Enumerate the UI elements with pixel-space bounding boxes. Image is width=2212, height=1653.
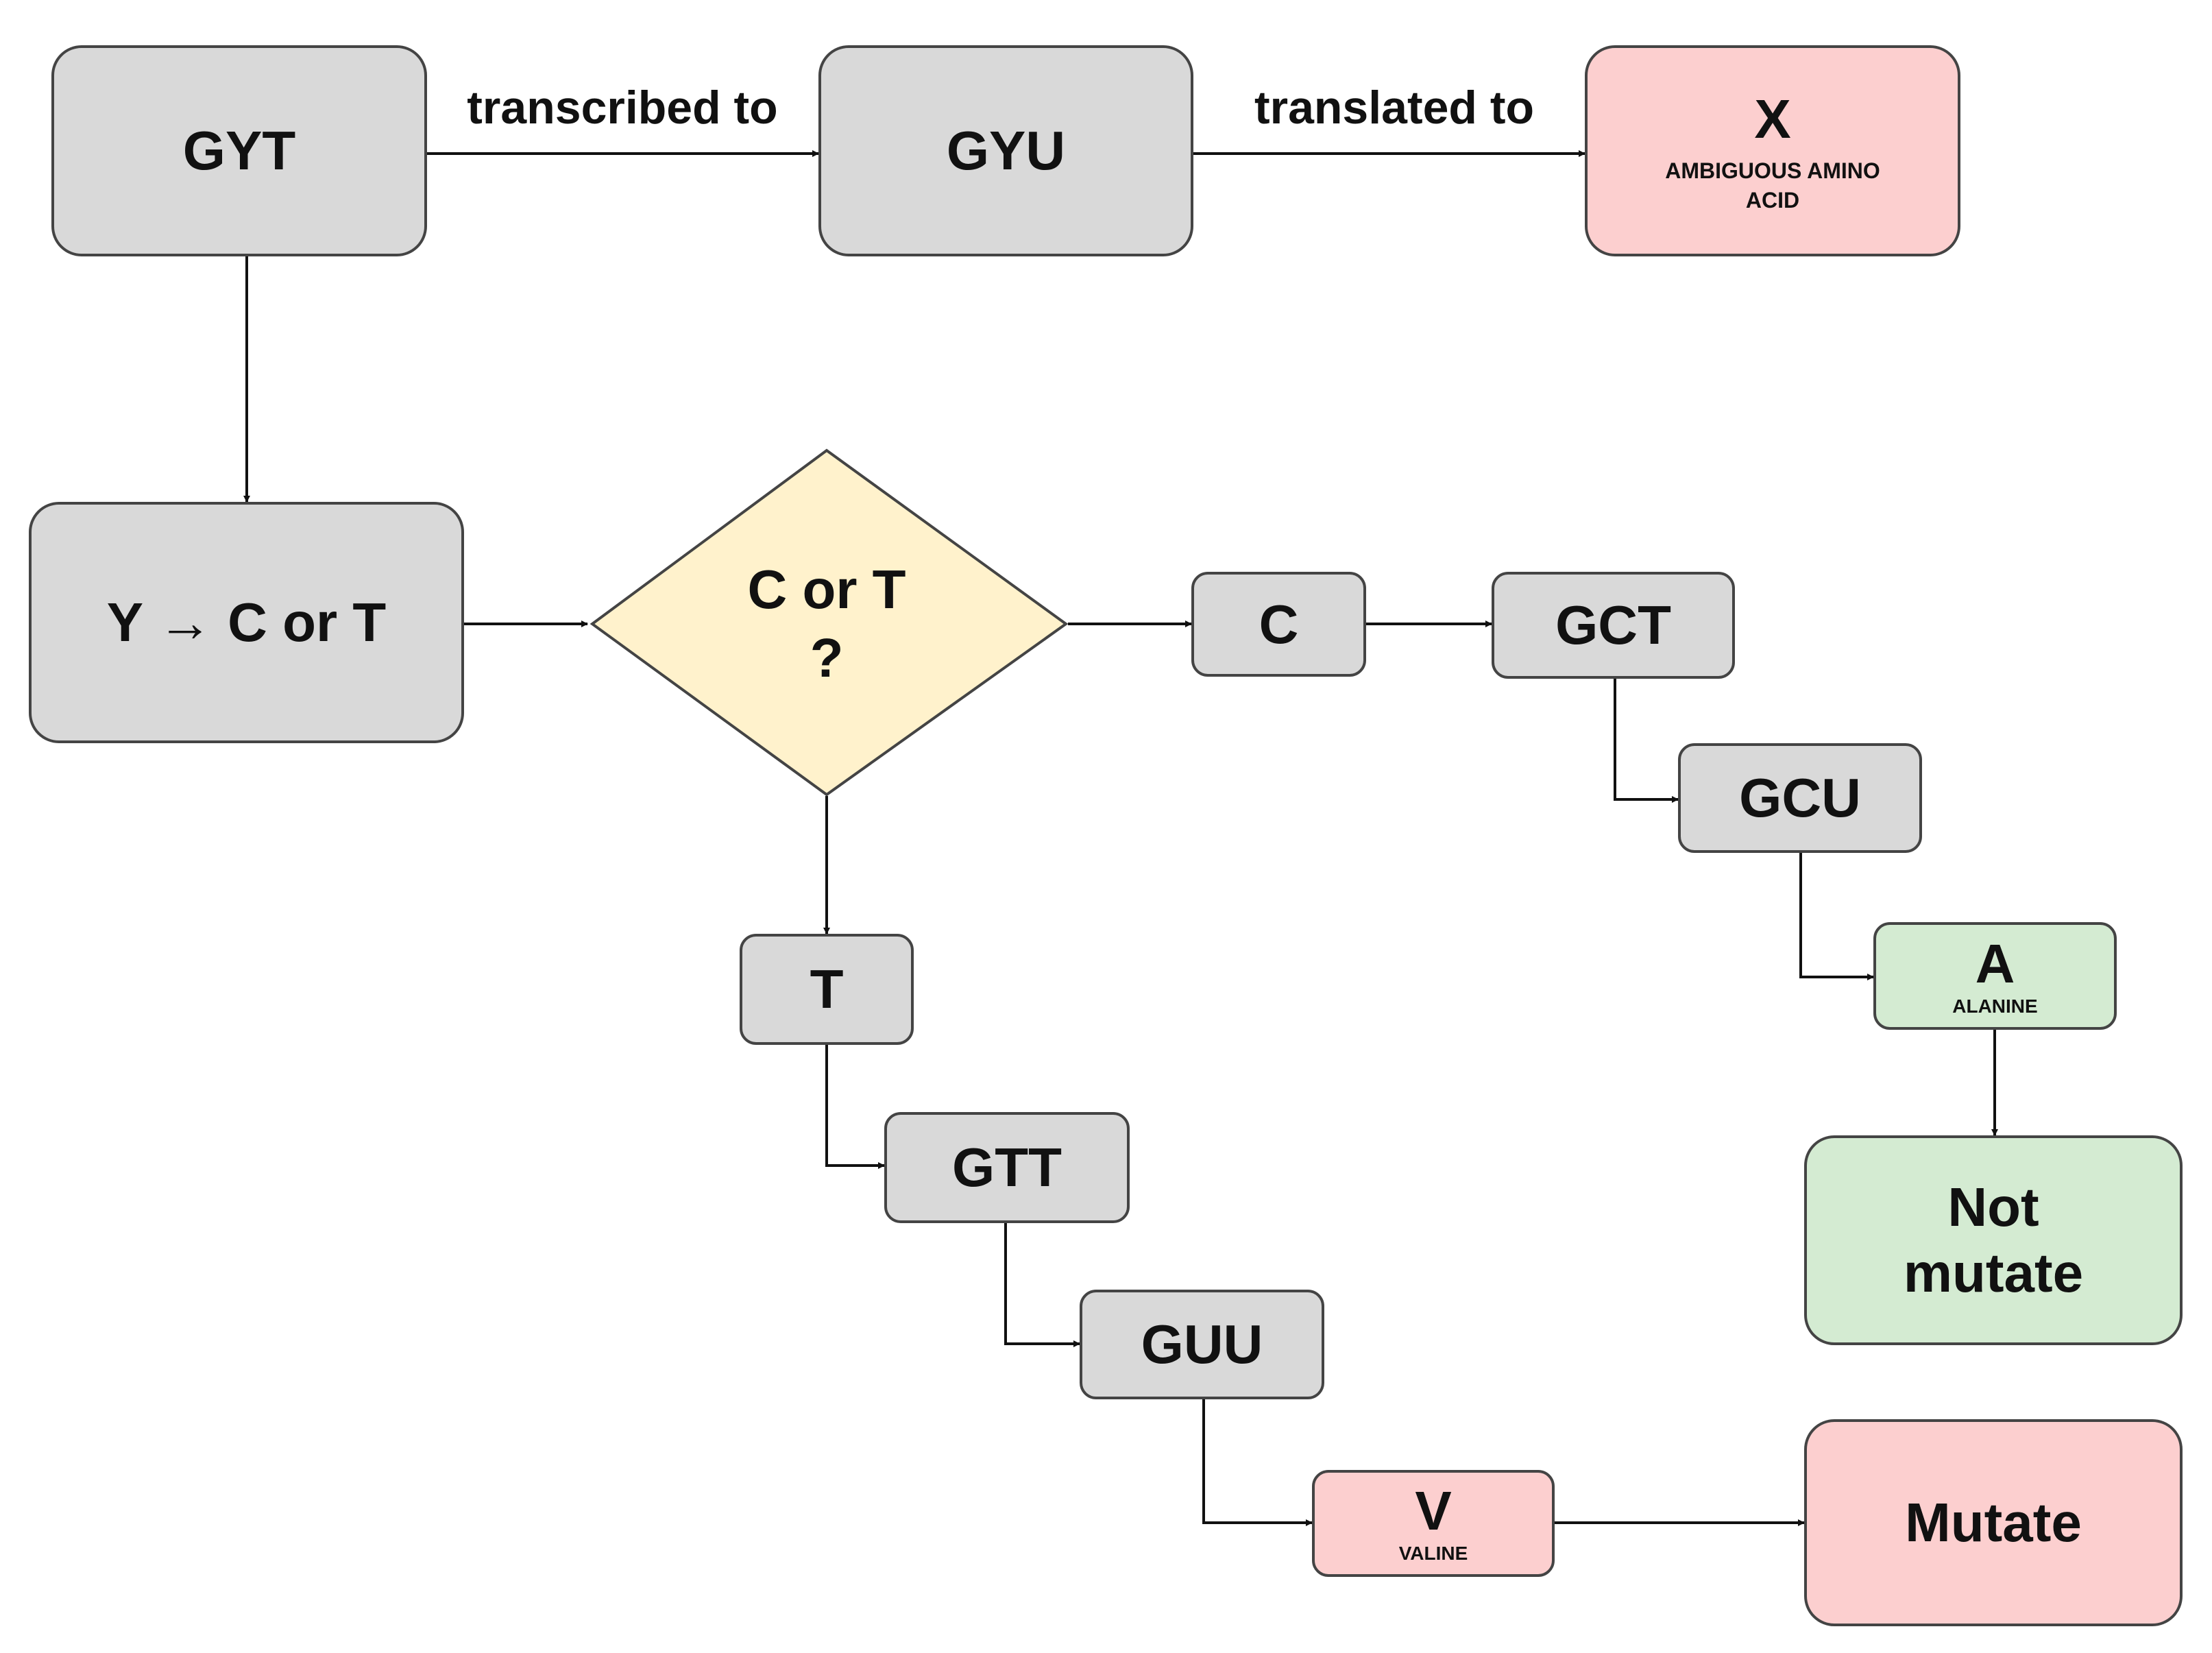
node-c[interactable]: C [1191, 572, 1366, 677]
node-guu-label: GUU [1141, 1314, 1263, 1375]
node-gtt[interactable]: GTT [884, 1112, 1130, 1223]
node-gcu-label: GCU [1739, 767, 1861, 828]
edge-guu-v [1202, 1399, 1313, 1526]
node-v-letter: V [1415, 1480, 1452, 1541]
node-mutate-label: Mutate [1905, 1492, 2082, 1553]
node-c-label: C [1259, 593, 1299, 655]
node-ambiguous-amino-acid[interactable]: X AMBIGUOUS AMINO ACID [1585, 45, 1960, 256]
node-y-rule[interactable]: Y → C or T [29, 502, 464, 743]
node-gyu-label: GYU [946, 120, 1066, 181]
node-gtt-label: GTT [952, 1137, 1062, 1198]
node-valine[interactable]: V VALINE [1312, 1470, 1555, 1577]
node-gct-label: GCT [1555, 594, 1671, 655]
transcribed-to-label: transcribed to [467, 82, 778, 134]
decision-text: C or T ? [747, 555, 906, 692]
edge-gct-gcu [1614, 679, 1679, 803]
node-gyt[interactable]: GYT [51, 45, 427, 256]
node-guu[interactable]: GUU [1080, 1290, 1324, 1399]
node-a-description: ALANINE [1952, 995, 2038, 1017]
node-x-letter: X [1754, 88, 1791, 149]
node-t[interactable]: T [740, 934, 914, 1045]
translated-to-label: translated to [1254, 82, 1535, 134]
edge-gcu-a [1799, 853, 1874, 980]
node-y-rule-label: Y → C or T [106, 592, 387, 653]
node-gyt-label: GYT [182, 120, 296, 181]
node-mutate[interactable]: Mutate [1804, 1419, 2183, 1626]
node-gyu[interactable]: GYU [818, 45, 1193, 256]
decision-line2: ? [810, 627, 844, 688]
edge-gtt-guu [1004, 1223, 1080, 1347]
node-x-description: AMBIGUOUS AMINO ACID [1665, 158, 1880, 213]
node-gct[interactable]: GCT [1492, 572, 1735, 679]
decision-diamond [590, 448, 1069, 797]
node-gcu[interactable]: GCU [1678, 743, 1922, 853]
edge-t-gtt [825, 1045, 885, 1169]
node-alanine[interactable]: A ALANINE [1873, 922, 2117, 1030]
node-not-mutate-label: Not mutate [1903, 1177, 2084, 1303]
decision-line1: C or T [747, 559, 906, 620]
node-t-label: T [810, 958, 844, 1019]
node-v-description: VALINE [1398, 1543, 1468, 1564]
node-not-mutate[interactable]: Not mutate [1804, 1135, 2183, 1345]
node-a-letter: A [1975, 932, 2015, 994]
